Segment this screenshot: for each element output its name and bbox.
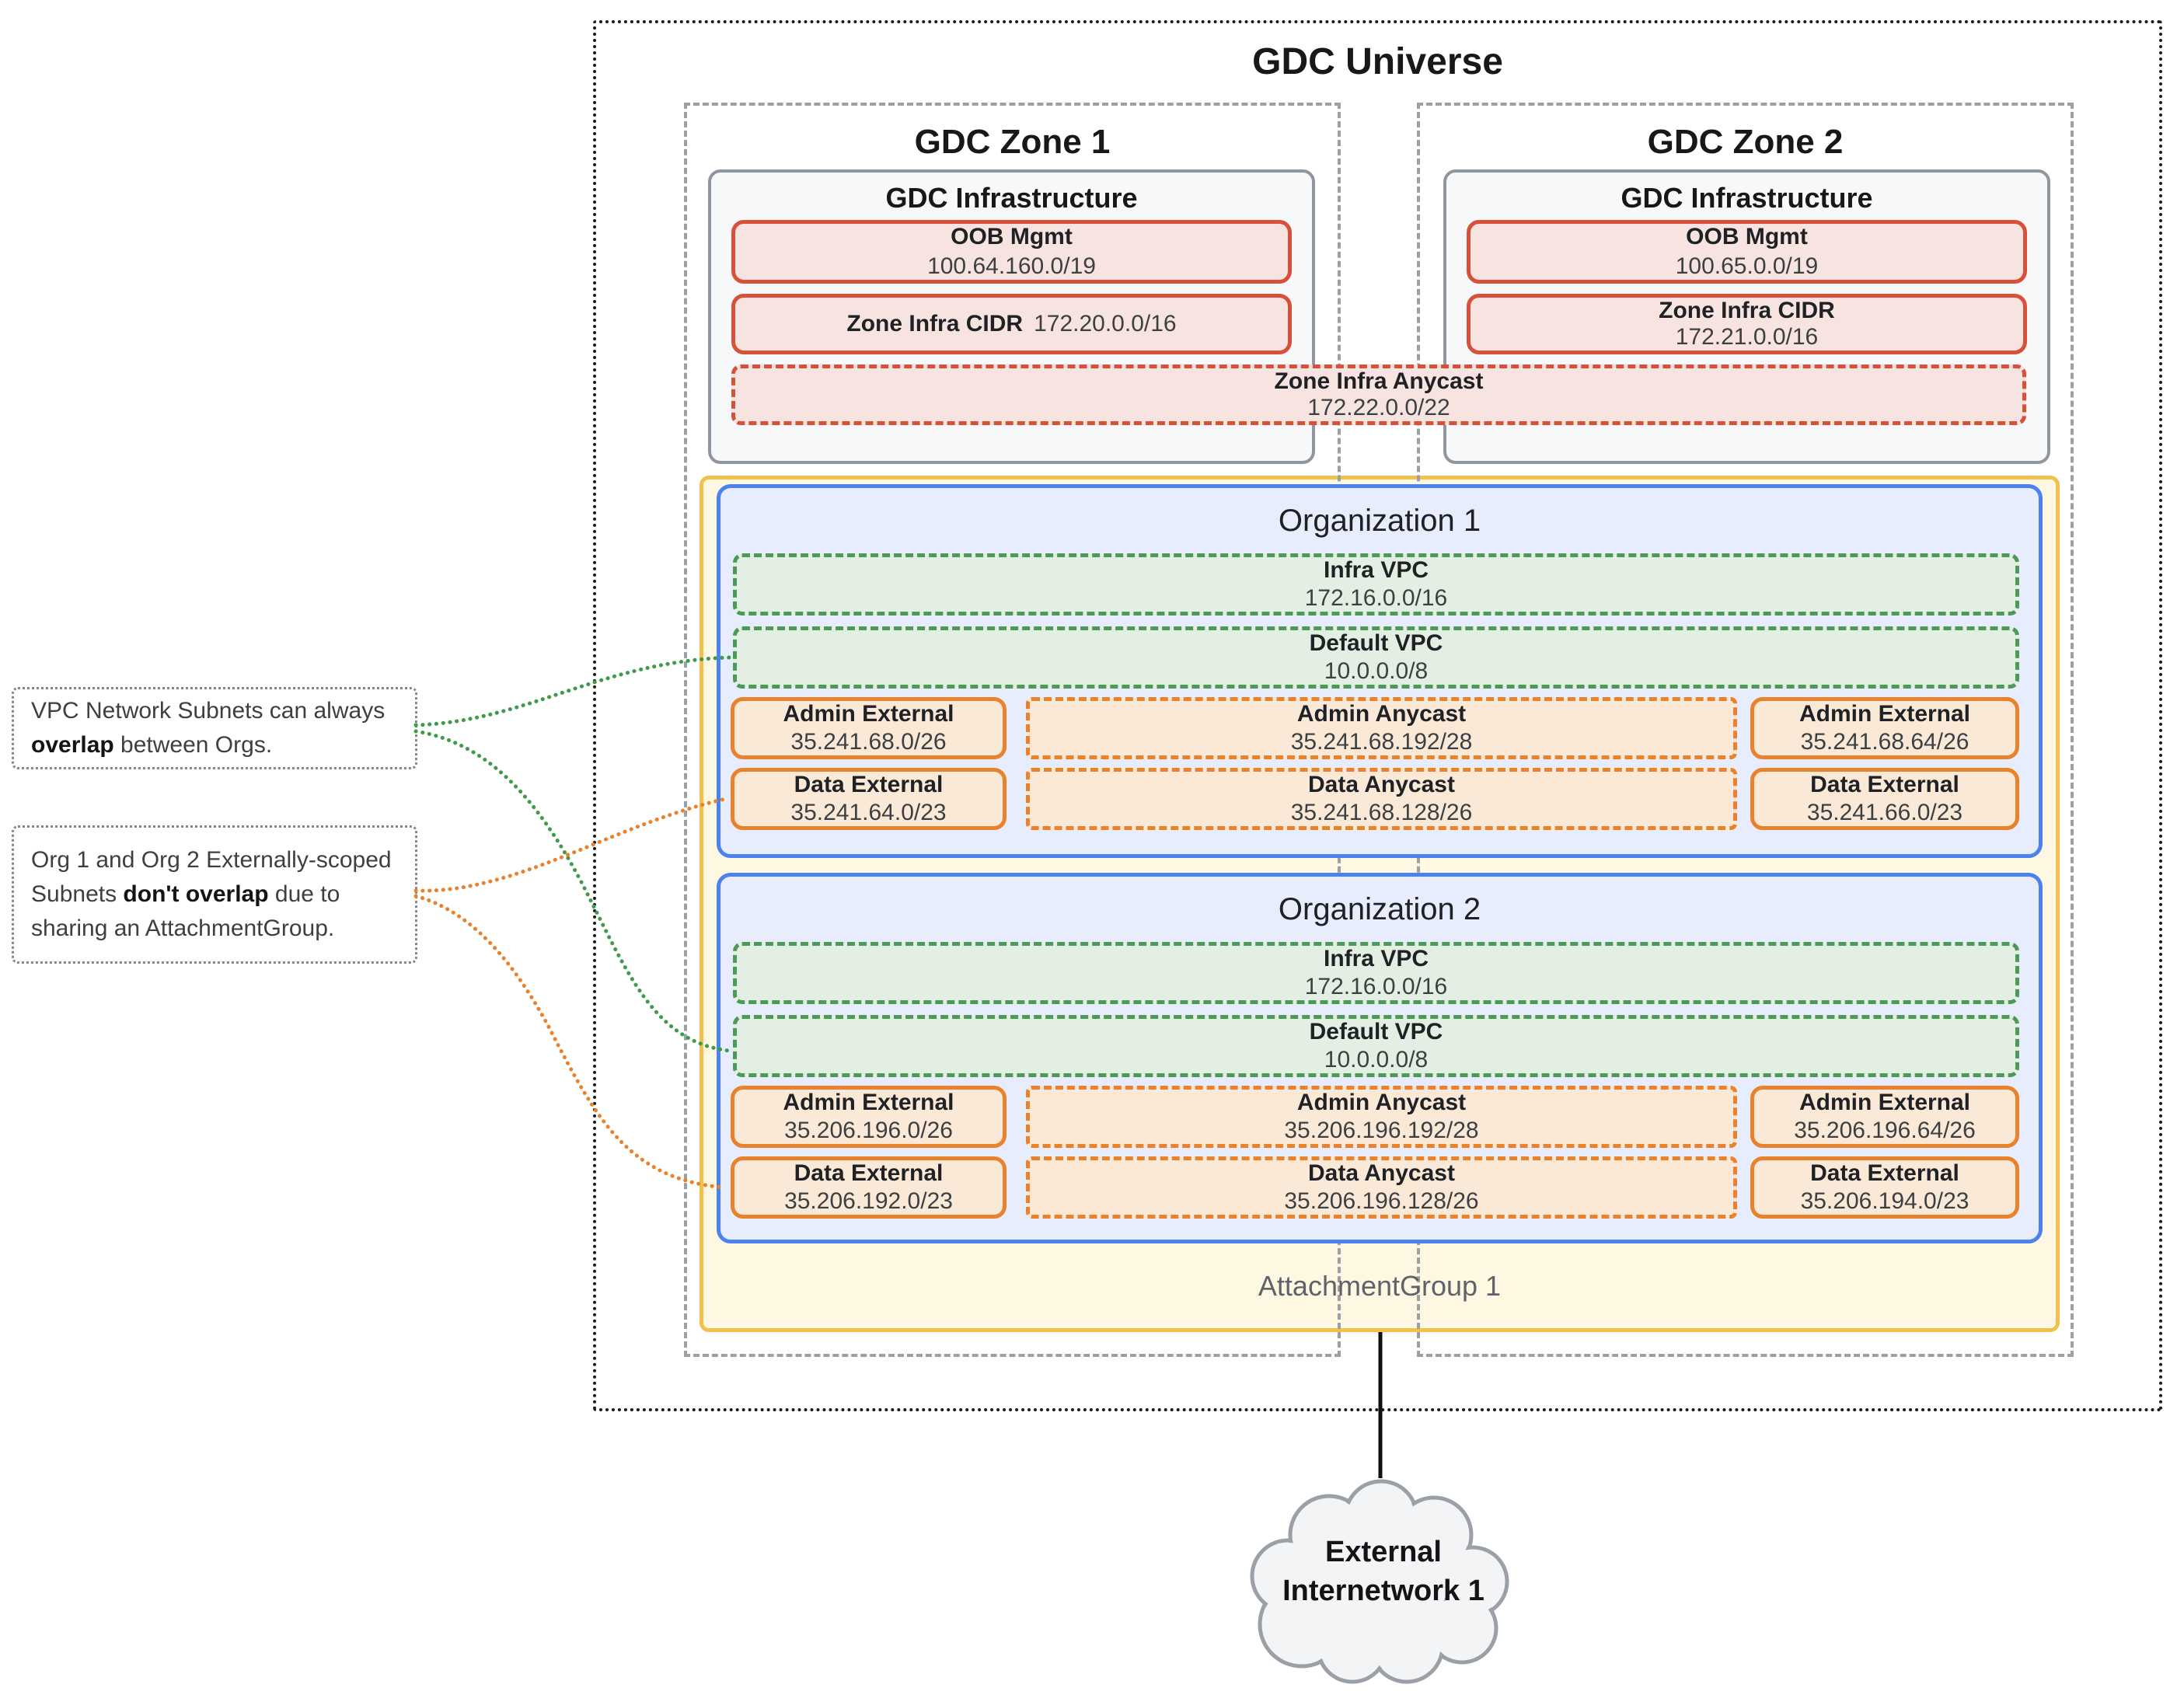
org-1-data-external-right-box: Data External 35.241.66.0/23 bbox=[1750, 768, 2019, 830]
zone-1-infra-cidr-box: Zone Infra CIDR 172.20.0.0/16 bbox=[731, 294, 1292, 354]
zone-1-title: GDC Zone 1 bbox=[914, 123, 1111, 161]
org-2-data-external-right-cidr: 35.206.194.0/23 bbox=[1800, 1188, 1969, 1214]
org-2-data-anycast-cidr: 35.206.196.128/26 bbox=[1284, 1188, 1479, 1214]
org-2-default-vpc-cidr: 10.0.0.0/8 bbox=[1324, 1047, 1429, 1072]
org-1-infra-vpc-label: Infra VPC bbox=[1323, 557, 1429, 583]
zone-2-oob-mgmt-box: OOB Mgmt 100.65.0.0/19 bbox=[1467, 220, 2027, 284]
zone-1-oob-label: OOB Mgmt bbox=[951, 224, 1073, 249]
organization-2-title: Organization 2 bbox=[1278, 892, 1481, 926]
org-1-data-external-right-cidr: 35.241.66.0/23 bbox=[1806, 800, 1963, 825]
attachment-group-label: AttachmentGroup 1 bbox=[1258, 1270, 1502, 1302]
org-1-data-external-left-cidr: 35.241.64.0/23 bbox=[790, 800, 947, 825]
org-1-admin-anycast-cidr: 35.241.68.192/28 bbox=[1290, 729, 1473, 755]
external-internetwork-label: External Internetwork 1 bbox=[1240, 1533, 1527, 1610]
org-2-data-external-right-label: Data External bbox=[1810, 1160, 1959, 1186]
org-1-default-vpc-label: Default VPC bbox=[1309, 630, 1443, 656]
note-vpc-overlap: VPC Network Subnets can always overlap b… bbox=[12, 687, 417, 769]
org-1-admin-anycast-label: Admin Anycast bbox=[1296, 701, 1467, 727]
external-internetwork-cloud-icon bbox=[1250, 1479, 1509, 1684]
zone-1-infra-cidr-label: Zone Infra CIDR bbox=[846, 311, 1024, 337]
org-1-data-external-left-label: Data External bbox=[794, 772, 944, 797]
org-1-infra-vpc-cidr: 172.16.0.0/16 bbox=[1304, 585, 1448, 611]
org-2-admin-external-right-cidr: 35.206.196.64/26 bbox=[1794, 1118, 1976, 1143]
org-1-data-anycast-label: Data Anycast bbox=[1308, 772, 1455, 797]
org-2-infra-vpc-cidr: 172.16.0.0/16 bbox=[1304, 974, 1448, 999]
org-2-data-external-right-box: Data External 35.206.194.0/23 bbox=[1750, 1156, 2019, 1219]
org-1-admin-external-right-box: Admin External 35.241.68.64/26 bbox=[1750, 697, 2019, 759]
org-1-admin-external-right-label: Admin External bbox=[1798, 701, 1971, 727]
org-2-data-external-left-label: Data External bbox=[794, 1160, 944, 1186]
org-1-default-vpc-cidr: 10.0.0.0/8 bbox=[1324, 658, 1429, 684]
org-1-infra-vpc-box: Infra VPC 172.16.0.0/16 bbox=[733, 553, 2019, 616]
zone-1-infra-cidr-value: 172.20.0.0/16 bbox=[1034, 311, 1177, 337]
org-2-default-vpc-box: Default VPC 10.0.0.0/8 bbox=[733, 1015, 2019, 1077]
zone-2-infra-cidr-value: 172.21.0.0/16 bbox=[1675, 324, 1819, 350]
org-1-admin-external-left-box: Admin External 35.241.68.0/26 bbox=[731, 697, 1007, 759]
org-2-infra-vpc-label: Infra VPC bbox=[1323, 946, 1429, 971]
org-2-data-anycast-box: Data Anycast 35.206.196.128/26 bbox=[1026, 1156, 1737, 1219]
zone-2-infrastructure-title: GDC Infrastructure bbox=[1621, 182, 1873, 214]
zone-1-infrastructure-title: GDC Infrastructure bbox=[885, 182, 1138, 214]
org-2-admin-external-right-box: Admin External 35.206.196.64/26 bbox=[1750, 1086, 2019, 1148]
zone-2-infra-cidr-label: Zone Infra CIDR bbox=[1659, 298, 1835, 323]
org-2-data-external-left-box: Data External 35.206.192.0/23 bbox=[731, 1156, 1007, 1219]
org-1-data-external-left-box: Data External 35.241.64.0/23 bbox=[731, 768, 1007, 830]
org-2-admin-anycast-cidr: 35.206.196.192/28 bbox=[1284, 1118, 1479, 1143]
org-1-default-vpc-box: Default VPC 10.0.0.0/8 bbox=[733, 626, 2019, 689]
zone-infra-anycast-cidr: 172.22.0.0/22 bbox=[1307, 395, 1450, 420]
organization-1-title: Organization 1 bbox=[1278, 504, 1481, 538]
org-2-admin-external-left-cidr: 35.206.196.0/26 bbox=[784, 1118, 953, 1143]
zone-infra-anycast-box: Zone Infra Anycast 172.22.0.0/22 bbox=[731, 364, 2026, 425]
org-1-data-anycast-cidr: 35.241.68.128/26 bbox=[1290, 800, 1473, 825]
zone-2-oob-cidr: 100.65.0.0/19 bbox=[1675, 253, 1819, 279]
org-1-admin-external-left-label: Admin External bbox=[783, 701, 954, 727]
org-2-infra-vpc-box: Infra VPC 172.16.0.0/16 bbox=[733, 942, 2019, 1004]
org-2-data-anycast-label: Data Anycast bbox=[1308, 1160, 1455, 1186]
universe-title: GDC Universe bbox=[1252, 41, 1503, 82]
note-vpc-overlap-text: VPC Network Subnets can always overlap b… bbox=[31, 698, 386, 758]
zone-1-oob-cidr: 100.64.160.0/19 bbox=[927, 253, 1096, 279]
zone-1-oob-mgmt-box: OOB Mgmt 100.64.160.0/19 bbox=[731, 220, 1292, 284]
org-1-admin-external-right-cidr: 35.241.68.64/26 bbox=[1800, 729, 1969, 755]
org-2-admin-anycast-box: Admin Anycast 35.206.196.192/28 bbox=[1026, 1086, 1737, 1148]
org-2-admin-anycast-label: Admin Anycast bbox=[1296, 1090, 1467, 1115]
org-1-data-external-right-label: Data External bbox=[1810, 772, 1959, 797]
zone-infra-anycast-label: Zone Infra Anycast bbox=[1274, 368, 1484, 394]
org-2-admin-external-left-box: Admin External 35.206.196.0/26 bbox=[731, 1086, 1007, 1148]
zone-2-title: GDC Zone 2 bbox=[1647, 123, 1844, 161]
zone-2-infra-cidr-box: Zone Infra CIDR 172.21.0.0/16 bbox=[1467, 294, 2027, 354]
org-2-admin-external-left-label: Admin External bbox=[783, 1090, 954, 1115]
org-1-data-anycast-box: Data Anycast 35.241.68.128/26 bbox=[1026, 768, 1737, 830]
org-2-admin-external-right-label: Admin External bbox=[1798, 1090, 1971, 1115]
note-no-overlap: Org 1 and Org 2 Externally-scoped Subnet… bbox=[12, 825, 417, 964]
zone-2-oob-label: OOB Mgmt bbox=[1686, 224, 1808, 249]
org-1-admin-anycast-box: Admin Anycast 35.241.68.192/28 bbox=[1026, 697, 1737, 759]
org-1-admin-external-left-cidr: 35.241.68.0/26 bbox=[790, 729, 947, 755]
external-internetwork-line2: Internetwork 1 bbox=[1282, 1575, 1484, 1607]
external-internetwork-line1: External bbox=[1325, 1536, 1442, 1568]
org-2-default-vpc-label: Default VPC bbox=[1309, 1019, 1443, 1045]
org-2-data-external-left-cidr: 35.206.192.0/23 bbox=[784, 1188, 953, 1214]
note-no-overlap-text: Org 1 and Org 2 Externally-scoped Subnet… bbox=[31, 847, 392, 941]
